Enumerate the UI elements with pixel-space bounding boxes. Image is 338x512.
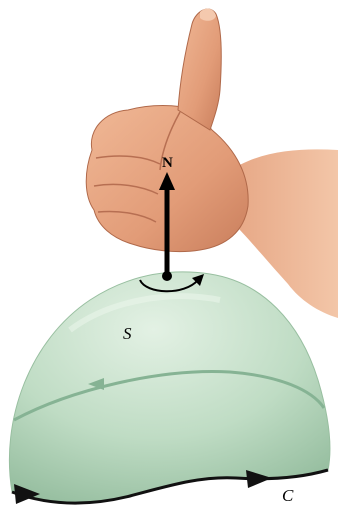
thumbs-up-hand-icon xyxy=(86,9,338,318)
label-normal: N xyxy=(162,155,173,171)
base-point xyxy=(162,271,172,281)
label-curve: C xyxy=(282,486,294,505)
surface-dome xyxy=(9,272,329,503)
label-surface: S xyxy=(123,324,132,343)
